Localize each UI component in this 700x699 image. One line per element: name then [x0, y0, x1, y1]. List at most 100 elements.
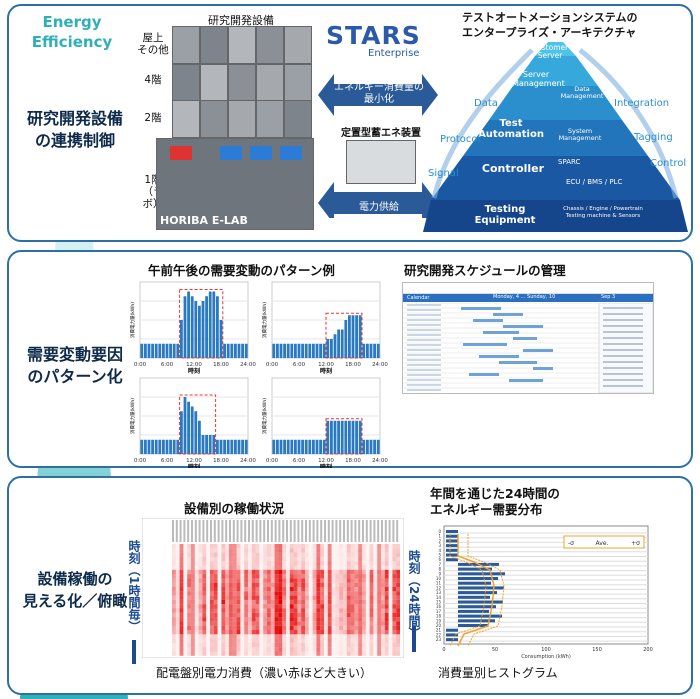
facility-photo [256, 100, 284, 138]
heatmap-cell [213, 548, 218, 553]
heatmap-cell [350, 569, 355, 575]
heatmap-cell [320, 608, 324, 613]
pattern-bar [212, 435, 216, 454]
heatmap-cell [377, 638, 381, 643]
schedule-row-label [407, 384, 441, 386]
heatmap-cell [183, 561, 188, 566]
heatmap-cell [267, 642, 271, 648]
heatmap-cell [320, 561, 324, 566]
heatmap-cell [331, 578, 336, 583]
heatmap-cell [221, 565, 226, 570]
histogram-bar [458, 586, 504, 590]
pattern-x-tick: 12:00 [186, 458, 202, 464]
heatmap-cell [377, 604, 381, 609]
heatmap-cell [172, 595, 176, 600]
heatmap-cell [305, 630, 309, 635]
heatmap-cell [213, 612, 218, 618]
heatmap-cell [301, 574, 305, 579]
heatmap-cell [263, 591, 267, 596]
heatmap-cell [335, 544, 340, 549]
heatmap-cell [240, 595, 245, 600]
heatmap-cell [282, 642, 286, 648]
pattern-highlight [179, 289, 224, 359]
heatmap-cell [221, 595, 226, 600]
heatmap-cell [179, 617, 184, 622]
heatmap-cell [301, 634, 305, 639]
heatmap-cell [191, 582, 195, 587]
pattern-x-tick: 18:00 [345, 458, 361, 464]
heatmap-cell [327, 565, 332, 570]
heatmap-cell [354, 612, 359, 618]
pattern-bar [351, 420, 355, 454]
heatmap-cell [198, 544, 203, 549]
heatmap-cell [282, 638, 286, 643]
heatmap-cell [213, 617, 218, 622]
heatmap-cell [396, 630, 400, 635]
heatmap-cell [270, 604, 275, 609]
heatmap-cell [369, 604, 374, 609]
schedule-window[interactable]: Calendar Monday, 4 ... Sunday, 10 Sep 3 [402, 282, 654, 394]
heatmap-cell [324, 599, 328, 605]
heatmap-cell [251, 621, 256, 626]
heatmap-cell [236, 574, 241, 579]
heatmap-cell [202, 630, 207, 635]
heatmap-cell [213, 599, 218, 605]
heatmap-column-label [217, 520, 220, 542]
heatmap-cell [301, 569, 305, 575]
pattern-bar [286, 439, 290, 454]
heatmap-cell [384, 569, 389, 575]
heatmap-cell [251, 569, 256, 575]
heatmap-cell [308, 582, 313, 587]
heatmap-column-label [381, 520, 383, 542]
heatmap-cell [362, 591, 366, 596]
pattern-bar [348, 420, 351, 454]
heatmap-cell [312, 587, 317, 592]
heatmap-cell [282, 565, 286, 570]
pyramid-ecu: ECU / BMS / PLC [566, 178, 623, 186]
heatmap-cell [217, 621, 222, 626]
heatmap-cell [248, 642, 252, 648]
heatmap-column-label [251, 520, 254, 542]
histogram-bar [458, 581, 491, 585]
heatmap-cell [236, 556, 241, 562]
heatmap-cell [286, 604, 290, 609]
heatmap-cell [194, 647, 199, 652]
heatmap-cell [270, 634, 275, 639]
heatmap-cell [286, 591, 290, 596]
heatmap-cell [350, 574, 355, 579]
heatmap-cell [354, 582, 359, 587]
heatmap-cell [248, 582, 252, 587]
heatmap-cell [278, 561, 283, 566]
heatmap-cell [320, 647, 324, 652]
heatmap-cell [198, 621, 203, 626]
heatmap-cell [384, 565, 389, 570]
histogram-bar [458, 572, 505, 576]
heatmap-cell [267, 569, 271, 575]
heatmap-cell [236, 647, 241, 652]
heatmap-cell [289, 578, 294, 583]
heatmap-cell [183, 612, 188, 618]
heatmap-cell [179, 578, 184, 583]
heatmap-cell [172, 544, 176, 549]
heatmap-cell [339, 591, 343, 596]
heatmap-cell [198, 604, 203, 609]
heatmap-cell [191, 591, 195, 596]
heatmap-cell [346, 582, 351, 587]
heatmap-cell [293, 599, 298, 605]
heatmap-cell [225, 599, 229, 605]
heatmap-cell [358, 574, 362, 579]
heatmap-cell [183, 595, 188, 600]
heatmap-cell [217, 574, 222, 579]
heatmap-cell [388, 612, 393, 618]
pattern-bar [294, 343, 297, 358]
heatmap-cell [236, 625, 241, 630]
heatmap-cell [354, 556, 359, 562]
heatmap-cell [369, 561, 374, 566]
heatmap-cell [327, 561, 332, 566]
schedule-tab[interactable]: Calendar [403, 294, 653, 302]
heatmap-cell [346, 608, 351, 613]
heatmap-cell [236, 651, 241, 656]
heatmap-cell [286, 638, 290, 643]
heatmap-cell [236, 578, 241, 583]
pattern-bar [355, 420, 358, 454]
